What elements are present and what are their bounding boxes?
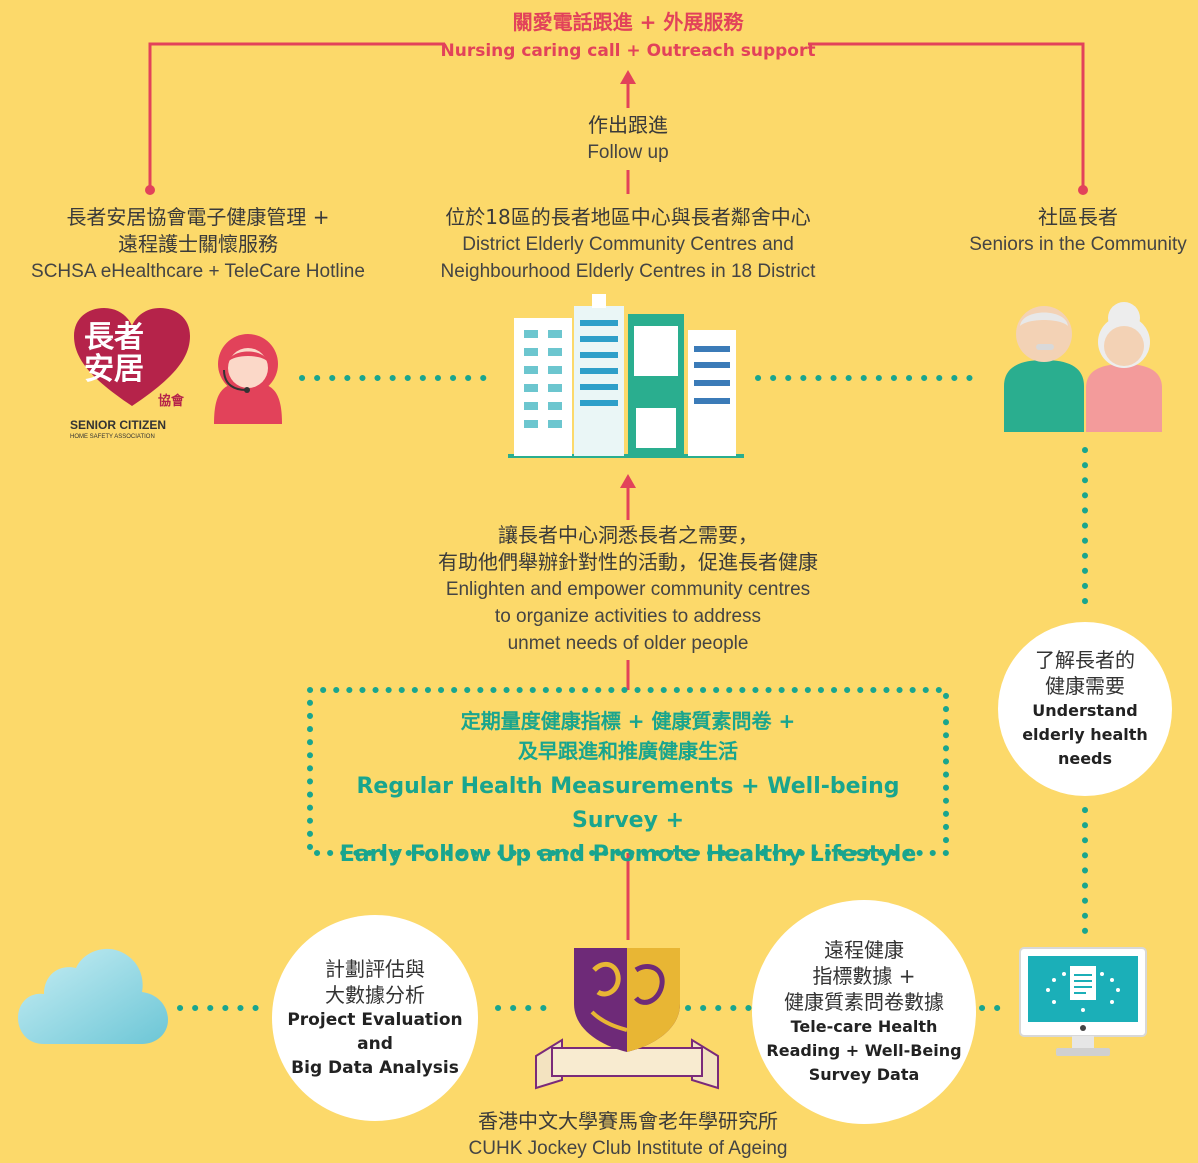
center-node-en1: District Elderly Community Centres and	[462, 234, 794, 255]
evaluation-zh1: 計劃評估與	[325, 957, 425, 981]
follow-up-en: Follow up	[587, 142, 669, 163]
evaluation-en1: Project Evaluation	[287, 1010, 463, 1030]
left-node-text: 長者安居協會電子健康管理 + 遠程護士關懷服務 SCHSA eHealthcar…	[0, 204, 396, 285]
schsa-heart-icon	[74, 308, 190, 406]
evaluation-en3: Big Data Analysis	[291, 1058, 459, 1078]
schsa-logo: 長者 安居 協會 SENIOR CITIZEN HOME SAFETY ASSO…	[70, 308, 200, 448]
enlighten-en2: to organize activities to address	[494, 606, 762, 627]
cuhk-crest-icon	[535, 948, 719, 1090]
telecare-en2: Reading + Well-Being	[766, 1041, 962, 1060]
schsa-logo-zh2: 安居	[84, 352, 144, 387]
bracket-dot-left	[145, 185, 155, 195]
enlighten-arrow-head	[620, 474, 636, 488]
bracket-dot-right	[1078, 185, 1088, 195]
understand-zh2: 健康需要	[1045, 674, 1125, 698]
left-node-zh2: 遠程護士關懷服務	[118, 232, 278, 256]
measurement-box-border	[307, 687, 949, 856]
follow-up-zh: 作出跟進	[588, 113, 668, 137]
evaluation-zh2: 大數據分析	[325, 983, 425, 1007]
schsa-logo-en2: HOME SAFETY ASSOCIATION	[70, 434, 155, 440]
left-node-zh1: 長者安居協會電子健康管理 +	[66, 205, 330, 229]
seniors-couple-icon	[1004, 302, 1162, 432]
center-node-zh: 位於18區的長者地區中心與長者鄰舍中心	[445, 205, 811, 229]
nurse-headset-icon	[214, 334, 282, 424]
right-node-en: Seniors in the Community	[969, 234, 1187, 255]
cuhk-text: 香港中文大學賽馬會老年學研究所 CUHK Jockey Club Institu…	[400, 1108, 856, 1162]
understand-zh1: 了解長者的	[1035, 648, 1135, 672]
box-zh1: 定期量度健康指標 + 健康質素問卷 +	[460, 709, 796, 733]
enlighten-en1: Enlighten and empower community centres	[445, 579, 811, 600]
box-en1: Regular Health Measurements + Well-being…	[356, 774, 900, 833]
enlighten-text: 讓長者中心洞悉長者之需要， 有助他們舉辦針對性的活動，促進長者健康 Enligh…	[380, 522, 876, 657]
top-label-zh: 關愛電話跟進 + 外展服務	[512, 10, 744, 34]
left-node-en: SCHSA eHealthcare + TeleCare Hotline	[31, 261, 365, 282]
top-label: 關愛電話跟進 + 外展服務 Nursing caring call + Outr…	[400, 6, 856, 61]
enlighten-zh2: 有助他們舉辦針對性的活動，促進長者健康	[438, 550, 818, 574]
schsa-logo-zh1: 長者	[84, 320, 144, 355]
box-zh2: 及早跟進和推廣健康生活	[518, 739, 738, 763]
telecare-zh2: 指標數據 +	[812, 964, 916, 988]
cuhk-en: CUHK Jockey Club Institute of Ageing	[468, 1138, 788, 1159]
telecare-en3: Survey Data	[808, 1065, 920, 1084]
schsa-logo-en1: SENIOR CITIZEN	[70, 418, 167, 432]
top-bracket-right	[808, 42, 1085, 190]
evaluation-en2: and	[357, 1034, 393, 1054]
top-label-en: Nursing caring call + Outreach support	[440, 41, 816, 61]
follow-up-arrow-head	[620, 70, 636, 84]
center-node-text: 位於18區的長者地區中心與長者鄰舍中心 District Elderly Com…	[400, 204, 856, 285]
follow-up-label: 作出跟進 Follow up	[528, 112, 728, 166]
telecare-data-circle: 遠程健康 指標數據 + 健康質素問卷數據 Tele-care Health Re…	[752, 900, 976, 1124]
measurement-box: 定期量度健康指標 + 健康質素問卷 + 及早跟進和推廣健康生活 Regular …	[316, 706, 940, 872]
understand-en2: elderly health	[1022, 725, 1148, 744]
box-en2: Early Follow Up and Promote Healthy Life…	[339, 842, 917, 867]
enlighten-zh1: 讓長者中心洞悉長者之需要，	[498, 523, 758, 547]
telecare-zh1: 遠程健康	[824, 938, 904, 962]
schsa-logo-small: 協會	[158, 394, 185, 409]
evaluation-circle: 計劃評估與 大數據分析 Project Evaluation and Big D…	[272, 915, 478, 1121]
right-node-zh: 社區長者	[1038, 205, 1118, 229]
enlighten-en3: unmet needs of older people	[507, 633, 749, 654]
understand-en1: Understand	[1032, 701, 1138, 720]
understand-en3: needs	[1057, 749, 1113, 768]
telecare-en1: Tele-care Health	[790, 1017, 938, 1036]
cuhk-zh: 香港中文大學賽馬會老年學研究所	[478, 1109, 778, 1133]
cloud-icon	[18, 948, 168, 1044]
telecare-zh3: 健康質素問卷數據	[784, 990, 944, 1014]
monitor-icon	[1019, 947, 1147, 1056]
community-centre-buildings-icon	[508, 294, 744, 458]
top-bracket-left	[148, 42, 445, 190]
right-node-text: 社區長者 Seniors in the Community	[958, 204, 1198, 258]
center-node-en2: Neighbourhood Elderly Centres in 18 Dist…	[440, 261, 816, 282]
understand-needs-circle: 了解長者的 健康需要 Understand elderly health nee…	[998, 622, 1172, 796]
